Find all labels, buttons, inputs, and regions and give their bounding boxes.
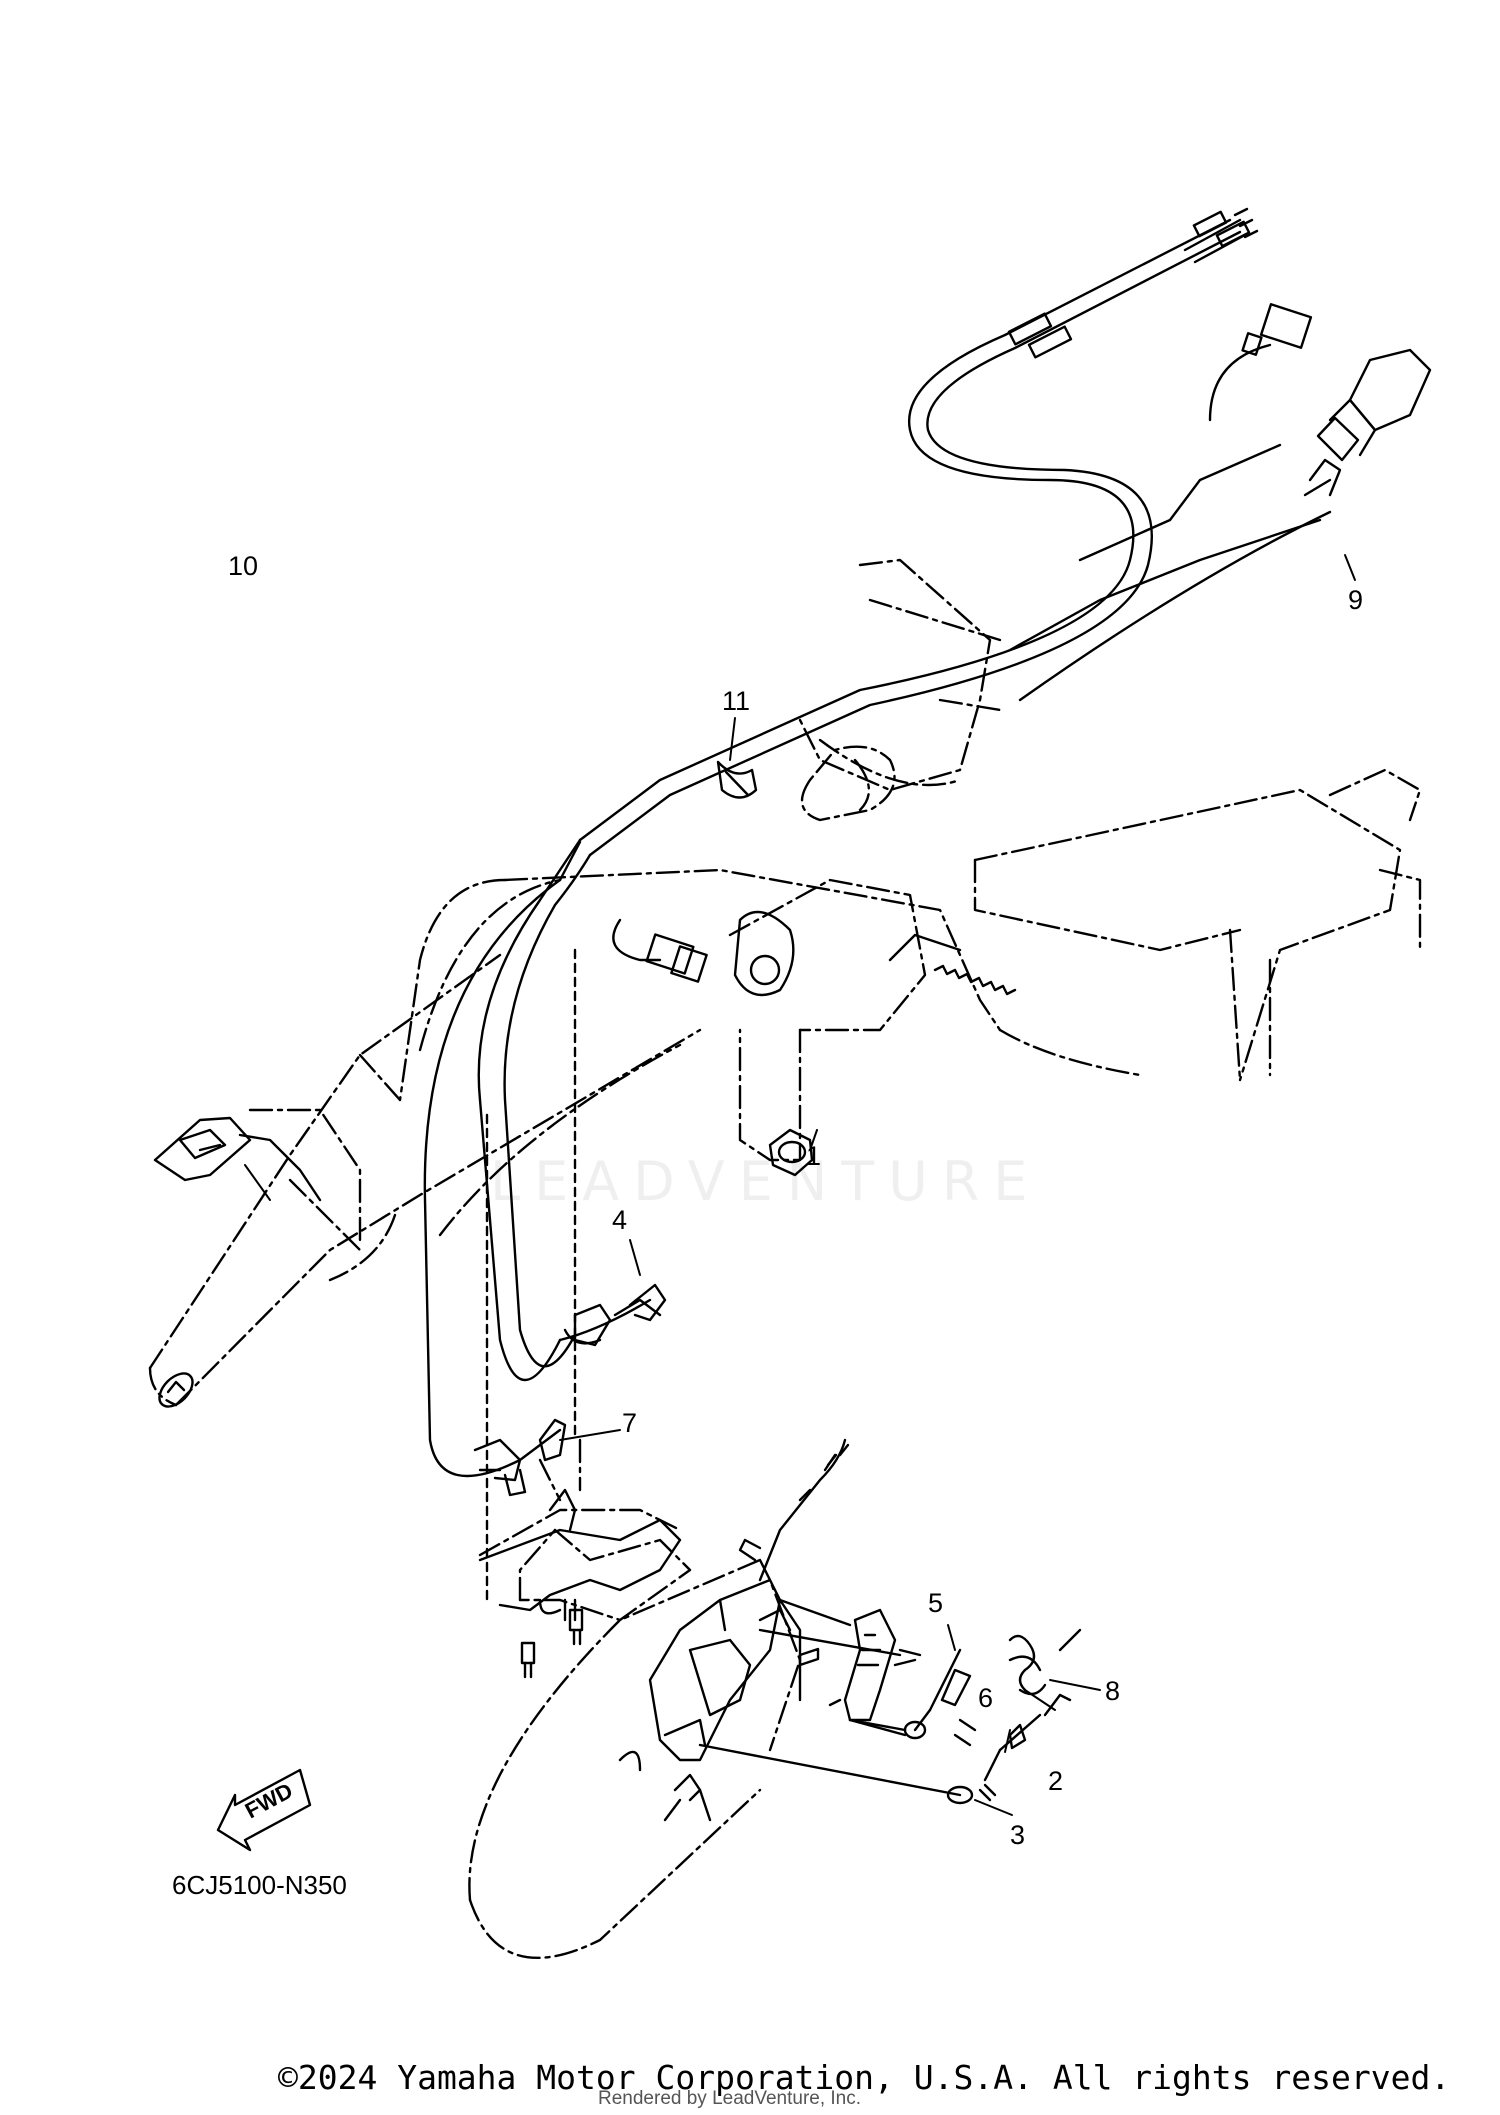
diagram-code: 6CJ5100-N350 xyxy=(172,1870,347,1900)
throttle-assembly xyxy=(618,1578,802,1822)
cable-band-11 xyxy=(716,760,758,799)
holder-10 xyxy=(153,1116,322,1202)
callout-8: 8 xyxy=(1105,1676,1121,1706)
clip-3 xyxy=(946,1783,997,1805)
clamp-4 xyxy=(563,1283,667,1347)
throttle-harness xyxy=(738,1438,850,1582)
clamp-7 xyxy=(473,1418,567,1497)
tiller-handle-outline xyxy=(148,558,1422,1960)
callout-7: 7 xyxy=(622,1408,638,1438)
connector-tiller xyxy=(612,918,708,983)
tiller-grip-end xyxy=(158,1372,194,1408)
connector-9 xyxy=(1303,348,1432,497)
rod-2 xyxy=(983,1713,1042,1782)
wire-harness-9 xyxy=(1008,303,1332,702)
cable-bundle xyxy=(423,218,1242,1478)
clip-6 xyxy=(903,1718,977,1747)
fwd-arrow xyxy=(216,1768,312,1852)
callout-6: 6 xyxy=(978,1683,994,1713)
copyright-notice: ©2024 Yamaha Motor Corporation, U.S.A. A… xyxy=(278,2058,1451,2097)
cable-end-fittings xyxy=(1007,207,1259,359)
watermark-text: LEADVENTURE xyxy=(490,1150,1042,1213)
rendered-by-notice: Rendered by LeadVenture, Inc. xyxy=(598,2088,862,2109)
leader-lines xyxy=(244,554,1356,1816)
mount-grommet xyxy=(800,745,896,822)
spring xyxy=(933,964,1017,996)
guide-lines xyxy=(485,948,577,1602)
callout-5: 5 xyxy=(928,1588,944,1618)
callout-4: 4 xyxy=(612,1205,628,1235)
callout-1: 1 xyxy=(806,1141,822,1171)
callout-9: 9 xyxy=(1348,585,1364,615)
assembly-lines xyxy=(698,1628,1082,1797)
callout-3: 3 xyxy=(1010,1820,1026,1850)
clip-8 xyxy=(1008,1634,1047,1696)
mounting-plate xyxy=(478,1488,682,1622)
callout-11: 11 xyxy=(722,686,751,716)
callout-10: 10 xyxy=(228,551,259,581)
bracket-assembly xyxy=(733,910,962,997)
rod-5 xyxy=(913,1648,972,1732)
screws xyxy=(520,1608,820,1679)
nut-1 xyxy=(768,1128,814,1177)
callout-2: 2 xyxy=(1048,1766,1064,1796)
